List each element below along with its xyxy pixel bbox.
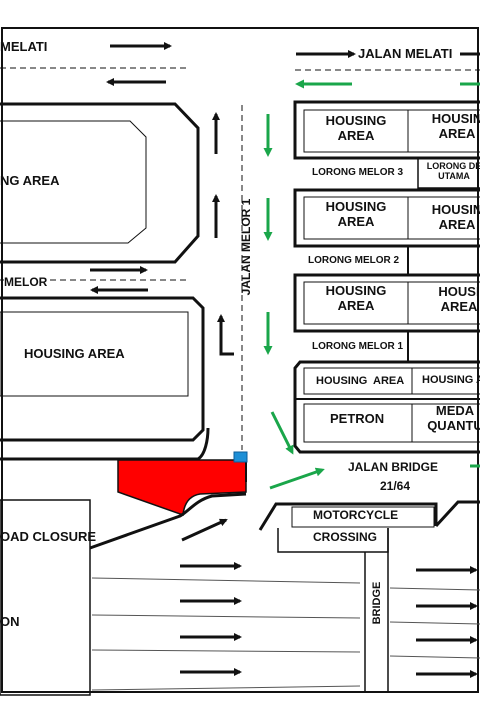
- road-label-melor-1: JALAN MELOR 1: [239, 198, 253, 296]
- road-label-melor: MELOR: [4, 275, 48, 290]
- road-label-lorong-de-utama: LORONG DE UTAMA: [426, 161, 480, 182]
- motorcycle-label-box: [291, 506, 435, 528]
- arrow-closure-ne: [181, 518, 228, 542]
- right-block-3-inner: [303, 281, 480, 325]
- housing-block-left-mid-inner: [0, 311, 189, 397]
- road-label-bridge-number: 21/64: [380, 479, 411, 493]
- right-block-de-utama: [417, 157, 480, 189]
- arrow-green-bridge: [269, 467, 325, 490]
- petron-box: [303, 403, 480, 443]
- area-label-1a: HOUSING AREA: [325, 113, 387, 143]
- right-block-1: [293, 100, 480, 160]
- arrow-melor1-turn: [217, 314, 234, 356]
- road-closure-block: [0, 427, 210, 461]
- area-label-2a: HOUSING AREA: [325, 199, 387, 229]
- housing-block-left-mid: [0, 296, 205, 442]
- area-label-2b: HOUSIN AREA: [431, 202, 480, 232]
- road-label-lorong-melor-2: LORONG MELOR 2: [308, 255, 400, 266]
- housing-block-left-top: [0, 102, 200, 264]
- right-block-4: [293, 360, 480, 454]
- black-arrows: [90, 42, 480, 678]
- area-label-motorcycle: MOTORCYCLE: [313, 508, 399, 522]
- area-label-left-top: NG AREA: [0, 173, 60, 188]
- area-label-medan-quantum: MEDA QUANTU: [427, 403, 480, 433]
- right-block-1-inner: [303, 109, 480, 153]
- road-label-lorong-melor-1: LORONG MELOR 1: [312, 341, 404, 352]
- right-block-3: [293, 273, 480, 333]
- area-label-petron: PETRON: [330, 411, 385, 426]
- area-label-road-closure: OAD CLOSURE: [0, 529, 97, 544]
- road-closure-building: [0, 499, 91, 696]
- right-block-2: [293, 188, 480, 248]
- road-label-melati-right: JALAN MELATI: [358, 46, 453, 62]
- area-label-bottom-left: ON: [0, 614, 20, 629]
- motorcycle-crossing-left: [258, 502, 438, 531]
- road-label-jalan-bridge: JALAN BRIDGE: [348, 460, 439, 474]
- right-block-4-row1: [303, 367, 480, 395]
- road-closure-curve: [89, 492, 247, 550]
- area-label-3a: HOUSING AREA: [325, 283, 387, 313]
- area-label-crossing: CROSSING: [313, 530, 378, 544]
- motorcycle-crossing-right: [434, 500, 480, 528]
- closure-red-zone: [117, 459, 247, 517]
- arrow-green-diagonal: [270, 411, 294, 455]
- flag-icon: [233, 451, 248, 463]
- green-arrows: [263, 79, 480, 490]
- area-label-4b: HOUSING A: [422, 374, 480, 386]
- area-label-3b: HOUSI AREA: [438, 284, 480, 314]
- map-frame: [1, 27, 479, 693]
- road-label-bridge: BRIDGE: [371, 581, 383, 625]
- area-label-4a: HOUSING AREA: [316, 375, 405, 387]
- housing-block-left-top-inner: [0, 120, 147, 244]
- area-label-left-mid: HOUSING AREA: [24, 346, 125, 361]
- area-label-1b: HOUSIN AREA: [431, 111, 480, 141]
- road-label-melati-left: MELATI: [0, 39, 48, 54]
- road-label-lorong-melor-3: LORONG MELOR 3: [312, 167, 404, 178]
- right-block-2-inner: [303, 196, 480, 240]
